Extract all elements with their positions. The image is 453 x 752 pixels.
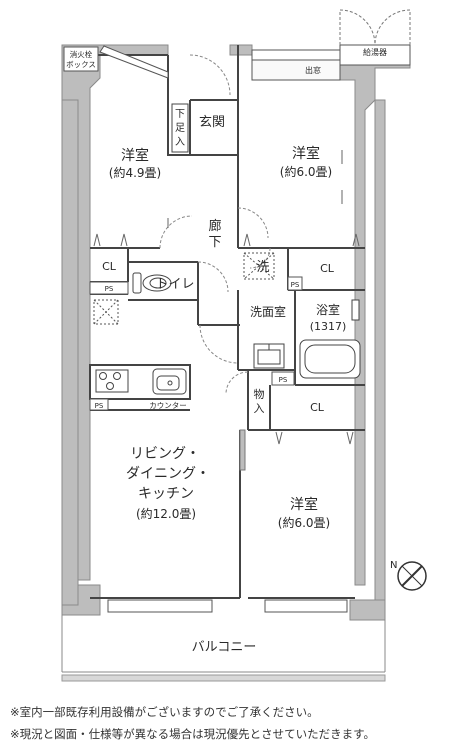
balcony-label: バルコニー	[192, 640, 257, 655]
storage-label-1: 物	[254, 387, 265, 401]
toilet-label: トイレ	[155, 277, 194, 292]
ps-boxes	[89, 276, 303, 411]
sink-icon	[152, 368, 187, 395]
washroom-label: 洗面室	[250, 304, 286, 319]
closet-2-label: CL	[320, 262, 335, 275]
sliding-door	[239, 429, 246, 471]
shoe-storage-label-2: 足	[175, 122, 185, 134]
shoe-storage-label-1: 下	[175, 109, 185, 120]
note-line-2: ※現況と図面・仕様等が異なる場合は現況優先とさせていただきます。	[10, 727, 375, 741]
ldk-size: (約12.0畳)	[136, 506, 196, 521]
stove-icon	[95, 369, 129, 393]
bath-name: 浴室	[316, 302, 340, 317]
ps-2-label: PS	[291, 281, 300, 289]
ps-4-label: PS	[95, 402, 104, 410]
western2-size: (約6.0畳)	[280, 164, 332, 179]
shoe-storage	[171, 103, 189, 153]
hydrant-label-2: ボックス	[66, 60, 96, 69]
western1-name: 洋室	[121, 147, 149, 164]
washbasin-icon	[253, 343, 285, 369]
washer-icon	[243, 252, 275, 280]
ldk-line-3: キッチン	[138, 486, 194, 502]
washer-label: 洗	[256, 260, 269, 275]
bathtub-icon	[299, 299, 361, 379]
compass-icon: N	[390, 560, 427, 591]
ldk-line-1: リビング・	[130, 446, 200, 462]
hallway-label-2: 下	[208, 235, 221, 250]
western2-name: 洋室	[292, 145, 320, 162]
western1-size: (約4.9畳)	[109, 165, 161, 180]
entrance-label: 玄関	[199, 115, 225, 130]
ldk-line-2: ダイニング・	[126, 466, 210, 482]
bay-window-label: 出窓	[305, 65, 321, 75]
heater-doors	[339, 9, 411, 46]
counter-label: カウンター	[149, 401, 187, 410]
toilet-icon	[132, 272, 172, 294]
note-line-1: ※室内一部既存利用設備がございますのでご了承ください。	[10, 705, 319, 719]
closet-3-label: CL	[310, 401, 325, 414]
balcony	[61, 615, 386, 682]
ps-1-label: PS	[105, 285, 114, 293]
shoe-storage-label-3: 入	[175, 137, 185, 148]
windows	[99, 44, 411, 613]
hallway-label-1: 廊	[208, 218, 221, 234]
ventilation-icon	[93, 299, 119, 325]
outer-walls	[61, 44, 411, 621]
hydrant-box	[63, 46, 99, 72]
ps-3-label: PS	[279, 376, 288, 384]
closet-marks	[93, 150, 360, 445]
storage-label-2: 入	[254, 402, 265, 415]
western3-name: 洋室	[290, 496, 318, 513]
closet-1-label: CL	[102, 260, 117, 273]
hydrant-label-1: 消火栓	[70, 49, 93, 59]
western3-size: (約6.0畳)	[278, 515, 330, 530]
bath-size: (1317)	[310, 320, 347, 333]
compass-label: N	[390, 560, 397, 571]
water-heater-label: 給湯器	[363, 47, 387, 57]
